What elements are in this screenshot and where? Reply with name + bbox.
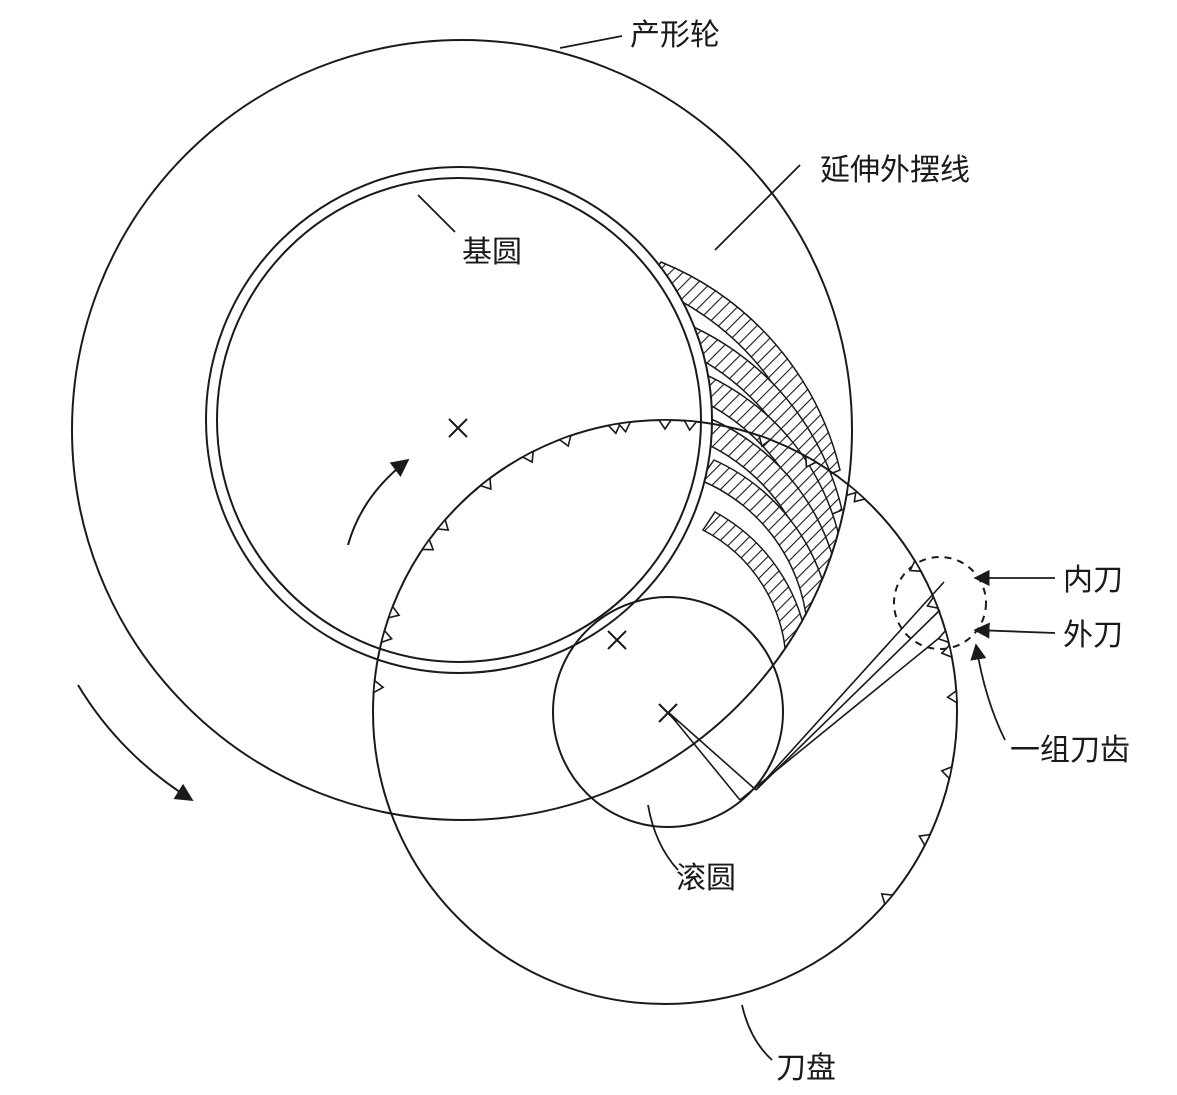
label-rolling-circle: 滚圆	[676, 861, 736, 896]
base-circle-outer	[205, 166, 713, 674]
label-inner-blade: 内刀	[1063, 563, 1123, 598]
blade-tooth	[880, 892, 895, 906]
label-base-circle: 基圆	[462, 235, 522, 270]
cutter-head-circle	[372, 419, 958, 1005]
blade-tooth	[936, 628, 950, 644]
blade-tooth	[926, 595, 940, 610]
blade-tooth	[845, 482, 859, 497]
cutter-blade-teeth	[372, 419, 958, 906]
base-circle-inner	[216, 177, 702, 663]
blade-tooth	[380, 628, 394, 644]
blade-tooth	[606, 422, 622, 435]
blade-tooth	[435, 518, 450, 532]
construction-lines	[667, 581, 945, 801]
blade-tooth	[520, 449, 535, 464]
blade-tooth	[683, 419, 698, 432]
label-outer-blade: 外刀	[1063, 618, 1123, 653]
cutter-center-mark	[607, 630, 627, 650]
label-blade-group: 一组刀齿	[1010, 733, 1130, 768]
blade-tooth	[940, 765, 953, 781]
blade-tooth	[372, 679, 385, 694]
blade-tooth	[804, 454, 818, 469]
wheel-rotation-arrow	[347, 458, 410, 546]
label-cutter-head: 刀盘	[776, 1051, 836, 1086]
blade-tooth	[557, 434, 572, 448]
blade-tooth	[946, 689, 958, 705]
label-extended-epicycloid: 延伸外摆线	[820, 153, 970, 188]
label-generating-wheel: 产形轮	[630, 18, 720, 53]
blade-tooth	[918, 833, 932, 848]
blade-tooth	[940, 643, 953, 659]
blade-tooth	[420, 537, 435, 551]
blade-tooth	[657, 419, 673, 431]
blade-tooth	[853, 489, 867, 503]
wheel-center-mark	[448, 418, 468, 438]
generating-wheel-circle	[71, 39, 853, 821]
blade-tooth	[616, 421, 632, 434]
blade-tooth	[908, 559, 923, 573]
blade-tooth	[758, 434, 773, 448]
leader-lines	[417, 35, 1056, 1061]
blade-detail-circle	[893, 556, 987, 650]
blade-tooth	[387, 604, 401, 619]
rolling-circle	[552, 596, 784, 828]
blade-tooth	[478, 476, 492, 491]
cutter-rotation-arrow	[77, 684, 194, 801]
